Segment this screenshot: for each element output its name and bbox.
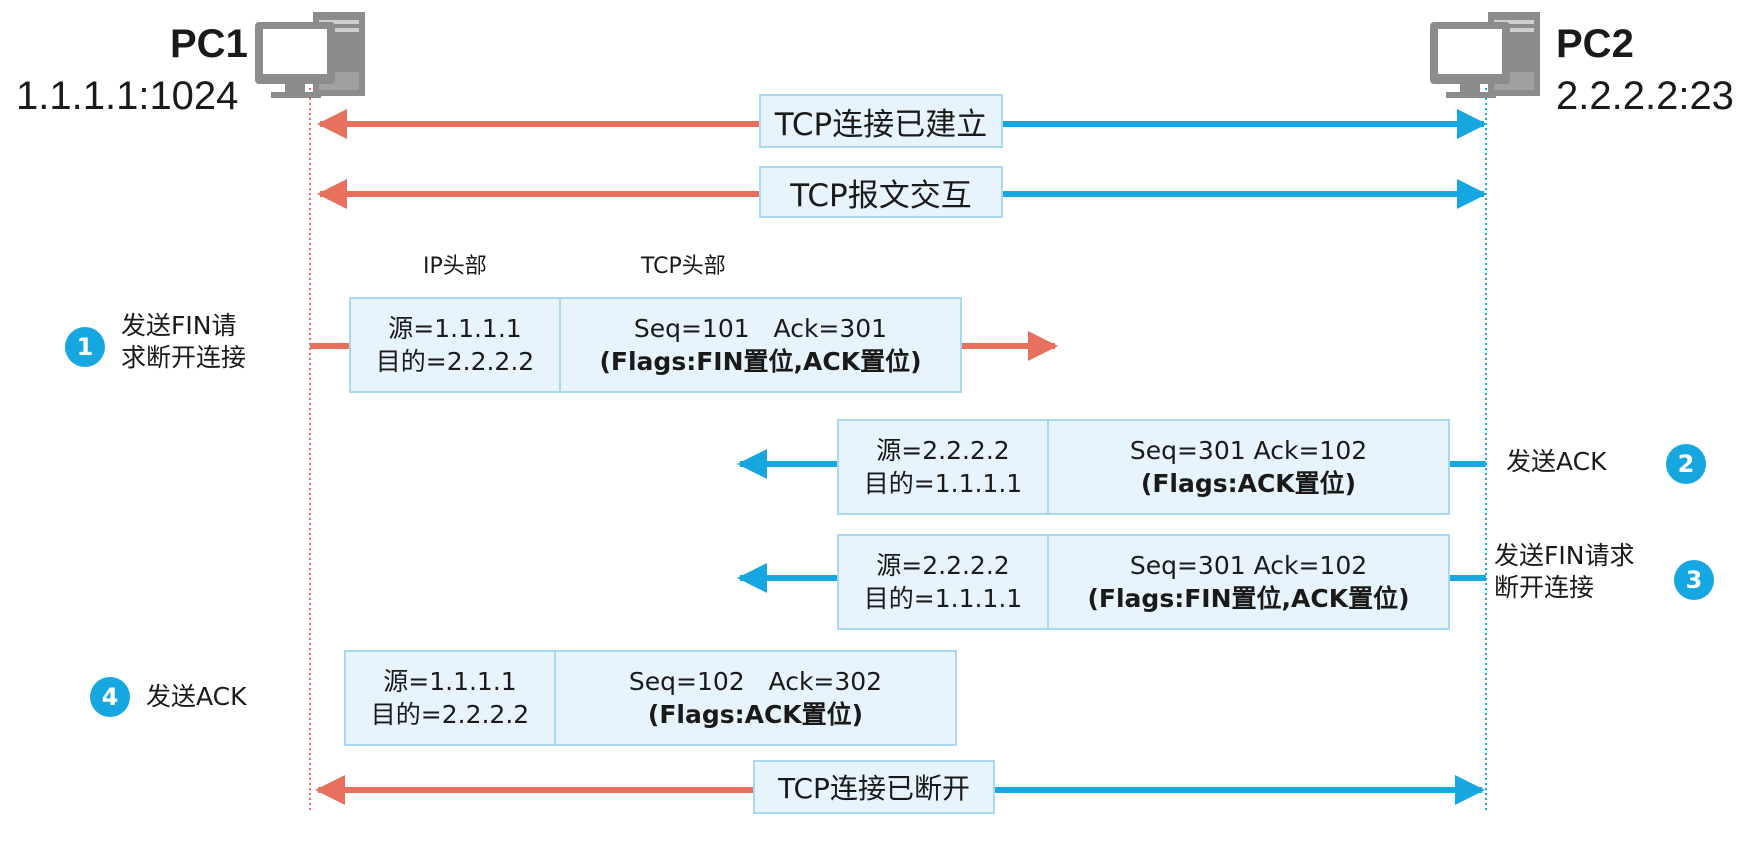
ip-source: 源=1.1.1.1 (388, 314, 522, 343)
ip-header-cell: 源=2.2.2.2 目的=1.1.1.1 (839, 421, 1049, 513)
ip-source: 源=1.1.1.1 (383, 667, 517, 696)
pc2-address: 2.2.2.2:23 (1556, 74, 1734, 118)
ip-header-cell: 源=2.2.2.2 目的=1.1.1.1 (839, 536, 1049, 628)
flags: (Flags:ACK置位) (647, 700, 864, 729)
pc1-address: 1.1.1.1:1024 (16, 74, 239, 118)
packet-3: 源=2.2.2.2 目的=1.1.1.1 Seq=301 Ack=102 (Fl… (837, 534, 1450, 630)
pc2-name: PC2 (1556, 22, 1634, 66)
ip-source: 源=2.2.2.2 (876, 436, 1010, 465)
ip-destination: 目的=1.1.1.1 (863, 584, 1023, 613)
ip-header-label: IP头部 (423, 254, 487, 279)
flags: (Flags:FIN置位,ACK置位) (1087, 584, 1410, 613)
step-4-badge: 4 (90, 677, 130, 717)
ip-destination: 目的=2.2.2.2 (370, 700, 530, 729)
seq-ack: Seq=102 Ack=302 (628, 667, 883, 696)
ip-header-cell: 源=1.1.1.1 目的=2.2.2.2 (351, 299, 561, 391)
tcp-header-label: TCP头部 (641, 254, 726, 279)
seq-ack: Seq=301 Ack=102 (1129, 551, 1368, 580)
desktop-computer-icon (1430, 12, 1540, 98)
ip-source: 源=2.2.2.2 (876, 551, 1010, 580)
desktop-computer-icon (255, 12, 365, 98)
step-3-line2: 断开连接 (1494, 573, 1595, 602)
step-1-label: 发送FIN请 求断开连接 (121, 310, 246, 374)
tcp-header-cell: Seq=301 Ack=102 (Flags:FIN置位,ACK置位) (1049, 536, 1448, 628)
seq-ack: Seq=301 Ack=102 (1129, 436, 1368, 465)
packet-2: 源=2.2.2.2 目的=1.1.1.1 Seq=301 Ack=102 (Fl… (837, 419, 1450, 515)
banner-closed: TCP连接已断开 (753, 760, 995, 814)
tcp-header-cell: Seq=102 Ack=302 (Flags:ACK置位) (556, 652, 955, 744)
seq-ack: Seq=101 Ack=301 (633, 314, 888, 343)
pc1-name: PC1 (170, 22, 248, 66)
ip-destination: 目的=2.2.2.2 (375, 347, 535, 376)
step-1-line1: 发送FIN请 (121, 311, 237, 340)
step-4-label: 发送ACK (146, 682, 247, 711)
flags: (Flags:FIN置位,ACK置位) (599, 347, 922, 376)
tcp-header-cell: Seq=101 Ack=301 (Flags:FIN置位,ACK置位) (561, 299, 960, 391)
step-1-badge: 1 (65, 327, 105, 367)
step-1-line2: 求断开连接 (121, 343, 247, 372)
packet-4: 源=1.1.1.1 目的=2.2.2.2 Seq=102 Ack=302 (Fl… (344, 650, 957, 746)
flags: (Flags:ACK置位) (1140, 469, 1357, 498)
ip-destination: 目的=1.1.1.1 (863, 469, 1023, 498)
ip-header-cell: 源=1.1.1.1 目的=2.2.2.2 (346, 652, 556, 744)
tcp-header-cell: Seq=301 Ack=102 (Flags:ACK置位) (1049, 421, 1448, 513)
packet-1: 源=1.1.1.1 目的=2.2.2.2 Seq=101 Ack=301 (Fl… (349, 297, 962, 393)
banner-established: TCP连接已建立 (759, 94, 1003, 148)
step-3-label: 发送FIN请求 断开连接 (1494, 540, 1634, 604)
step-3-badge: 3 (1674, 560, 1714, 600)
step-3-line1: 发送FIN请求 (1494, 541, 1635, 570)
banner-exchange: TCP报文交互 (759, 166, 1003, 218)
step-2-badge: 2 (1666, 444, 1706, 484)
step-2-label: 发送ACK (1506, 447, 1607, 476)
